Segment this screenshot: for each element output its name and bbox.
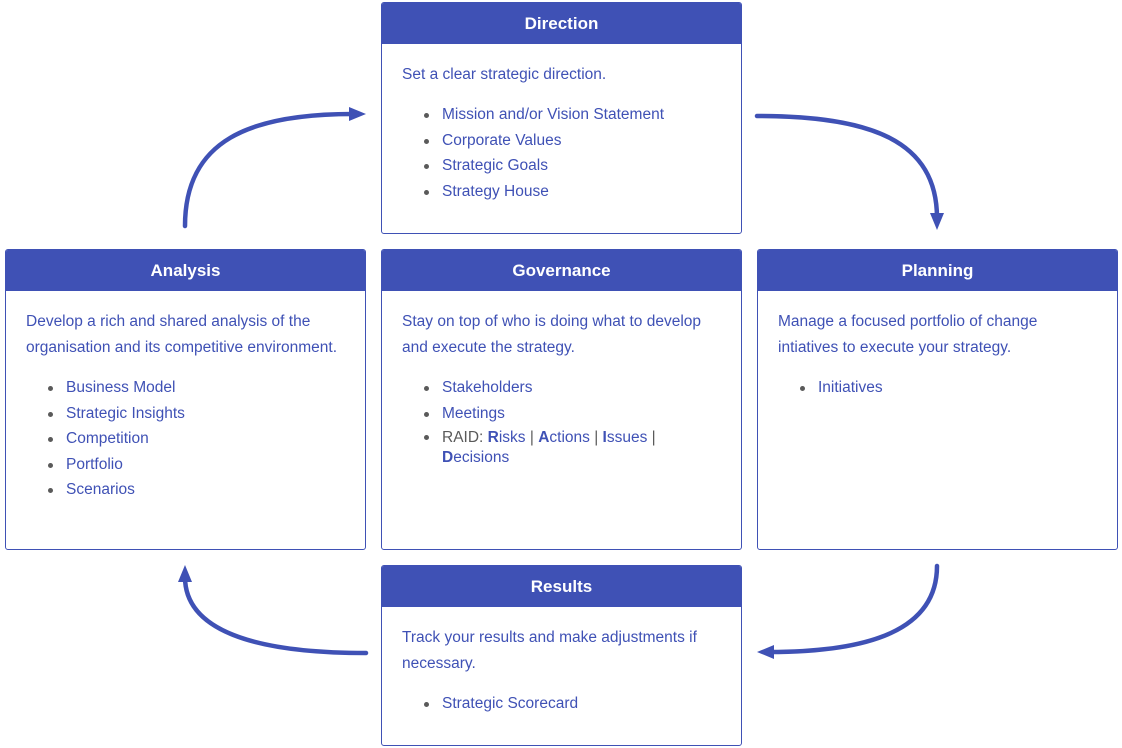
arrowhead-planning-to-results (757, 645, 774, 659)
raid-separator: | (525, 429, 539, 446)
raid-rest-risks: isks (498, 429, 526, 446)
arrow-analysis-to-direction (182, 111, 356, 229)
arrowhead-results-to-analysis (178, 565, 192, 582)
raid-initial-issues: I (602, 429, 607, 446)
raid-initial-actions: A (538, 429, 550, 446)
list-item: Mission and/or Vision Statement (422, 102, 721, 128)
raid-separator: | (647, 429, 656, 446)
analysis-list: Business Model Strategic Insights Compet… (26, 375, 345, 503)
list-item: Strategic Scorecard (422, 691, 721, 717)
arrow-planning-to-results (766, 563, 940, 655)
analysis-body: Develop a rich and shared analysis of th… (6, 291, 365, 515)
raid-rest-decisions: ecisions (453, 449, 510, 466)
list-item: Scenarios (46, 477, 345, 503)
planning-list: Initiatives (778, 375, 1097, 401)
results-list: Strategic Scorecard (402, 691, 721, 717)
direction-card: Direction Set a clear strategic directio… (381, 2, 742, 234)
raid-rest-actions: ctions (549, 429, 590, 446)
list-item: Initiatives (798, 375, 1097, 401)
governance-card: Governance Stay on top of who is doing w… (381, 249, 742, 550)
list-item: Strategic Goals (422, 153, 721, 179)
planning-card: Planning Manage a focused portfolio of c… (757, 249, 1118, 550)
planning-body: Manage a focused portfolio of change int… (758, 291, 1117, 413)
arrowhead-analysis-to-direction (349, 107, 366, 121)
raid-list-item: RAID: Risks | Actions | Issues | Decisio… (422, 426, 721, 468)
governance-description: Stay on top of who is doing what to deve… (402, 313, 702, 356)
list-item: Portfolio (46, 452, 345, 478)
list-item: Competition (46, 426, 345, 452)
direction-description: Set a clear strategic direction. (402, 66, 607, 83)
list-item: Strategy House (422, 179, 721, 205)
planning-title: Planning (758, 250, 1117, 291)
direction-title: Direction (382, 3, 741, 44)
arrowhead-direction-to-planning (930, 213, 944, 230)
governance-title: Governance (382, 250, 741, 291)
list-item: Business Model (46, 375, 345, 401)
list-item: Meetings (422, 401, 721, 427)
list-item: Stakeholders (422, 375, 721, 401)
direction-list: Mission and/or Vision Statement Corporat… (402, 102, 721, 204)
results-description: Track your results and make adjustments … (402, 629, 697, 672)
raid-separator: | (589, 429, 603, 446)
governance-body: Stay on top of who is doing what to deve… (382, 291, 741, 480)
list-item: Strategic Insights (46, 401, 345, 427)
raid-initial-decisions: D (442, 449, 454, 466)
results-body: Track your results and make adjustments … (382, 607, 741, 729)
raid-initial-risks: R (487, 429, 499, 446)
governance-list: Stakeholders Meetings RAID: Risks | Acti… (402, 375, 721, 468)
raid-rest-issues: ssues (606, 429, 648, 446)
planning-description: Manage a focused portfolio of change int… (778, 313, 1038, 356)
analysis-card: Analysis Develop a rich and shared analy… (5, 249, 366, 550)
analysis-description: Develop a rich and shared analysis of th… (26, 313, 338, 356)
direction-body: Set a clear strategic direction. Mission… (382, 44, 741, 216)
arrow-direction-to-planning (754, 113, 940, 221)
analysis-title: Analysis (6, 250, 365, 291)
arrow-results-to-analysis (182, 574, 369, 656)
raid-prefix: RAID: (442, 429, 488, 446)
list-item: Corporate Values (422, 128, 721, 154)
results-title: Results (382, 566, 741, 607)
results-card: Results Track your results and make adju… (381, 565, 742, 746)
